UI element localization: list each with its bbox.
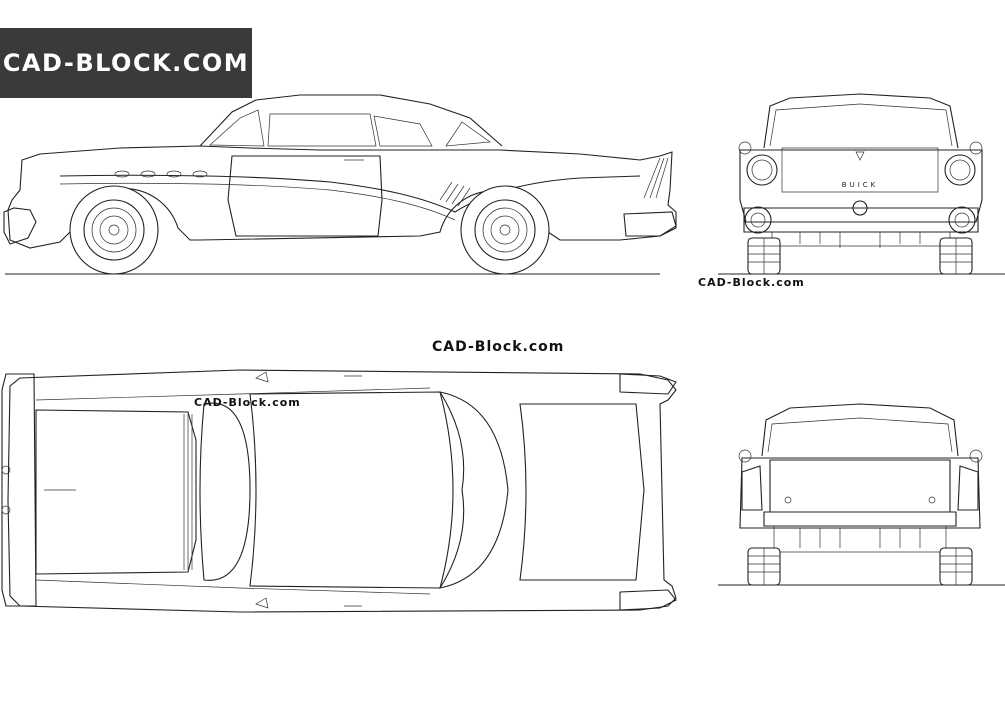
rear-view xyxy=(718,404,1005,585)
rear-body xyxy=(740,458,980,528)
front-valance xyxy=(772,232,950,246)
side-front-wheel xyxy=(70,186,158,274)
top-side-line-upper xyxy=(36,388,430,400)
top-windshield xyxy=(200,403,250,580)
rear-tire-right xyxy=(940,548,972,585)
rear-roof xyxy=(762,404,958,456)
top-mirror-right xyxy=(256,598,268,608)
top-tailfin-right xyxy=(620,590,676,610)
top-body-outline xyxy=(8,370,676,612)
rear-valance xyxy=(774,526,946,552)
rear-trunk-hinge-left xyxy=(785,497,791,503)
top-front-bumper-guards xyxy=(2,466,10,514)
side-rear-bumper xyxy=(624,212,676,236)
front-bumper-guard-right xyxy=(949,207,975,233)
side-window-quarter xyxy=(446,122,490,146)
front-emblem xyxy=(853,201,867,215)
watermark-center: CAD-Block.com xyxy=(432,339,565,355)
rear-tire-left xyxy=(748,548,780,585)
side-front-bumper xyxy=(4,208,36,244)
side-view xyxy=(4,95,676,274)
top-hood xyxy=(36,410,196,574)
top-view xyxy=(2,370,676,612)
rear-bumper xyxy=(764,512,956,526)
rear-mirror-left xyxy=(739,450,751,462)
front-view: BUICK xyxy=(718,94,1005,274)
front-tire-left xyxy=(748,238,780,274)
side-tail-fin xyxy=(644,158,668,198)
front-grille-badge: BUICK xyxy=(842,181,878,189)
front-headlight-right xyxy=(945,155,975,185)
top-front-bumper xyxy=(2,374,36,606)
rear-trunk-lid xyxy=(770,460,950,512)
rear-taillight-right xyxy=(958,466,978,510)
side-window-front xyxy=(210,110,264,146)
watermark-top-view: CAD-Block.com xyxy=(194,396,301,409)
side-fender-vents xyxy=(440,182,470,206)
front-valance-ribs xyxy=(800,232,920,248)
front-bumper-guard-left xyxy=(745,207,771,233)
side-sweepspear-lower xyxy=(60,183,455,220)
side-window-middle xyxy=(268,114,376,146)
side-portholes xyxy=(115,171,207,177)
top-roof xyxy=(250,392,464,588)
front-mirror-right xyxy=(970,142,982,154)
top-trunk xyxy=(520,404,644,580)
front-headlight-left xyxy=(747,155,777,185)
top-side-line-lower xyxy=(36,580,430,594)
top-tailfin-left xyxy=(620,374,676,394)
front-mirror-left xyxy=(739,142,751,154)
top-cowl-vents xyxy=(184,414,192,570)
front-hood-panel xyxy=(782,148,938,192)
watermark-front-view: CAD-Block.com xyxy=(698,276,805,289)
rear-trunk-hinge-right xyxy=(929,497,935,503)
top-mirror-left xyxy=(256,372,268,382)
side-roof xyxy=(200,95,502,146)
front-roof xyxy=(764,94,958,148)
top-rear-window xyxy=(440,392,508,588)
rear-taillight-left xyxy=(742,466,762,510)
rear-mirror-right xyxy=(970,450,982,462)
front-windshield xyxy=(770,104,952,146)
side-rear-wheel xyxy=(461,186,549,274)
rear-window xyxy=(768,418,952,452)
side-window-rear xyxy=(374,116,432,146)
front-hood-ornament xyxy=(856,152,864,160)
side-door xyxy=(228,156,382,236)
site-logo-banner: CAD-BLOCK.COM xyxy=(0,28,252,98)
front-tire-right xyxy=(940,238,972,274)
front-bumper xyxy=(744,208,978,232)
rear-valance-ribs xyxy=(800,528,920,548)
